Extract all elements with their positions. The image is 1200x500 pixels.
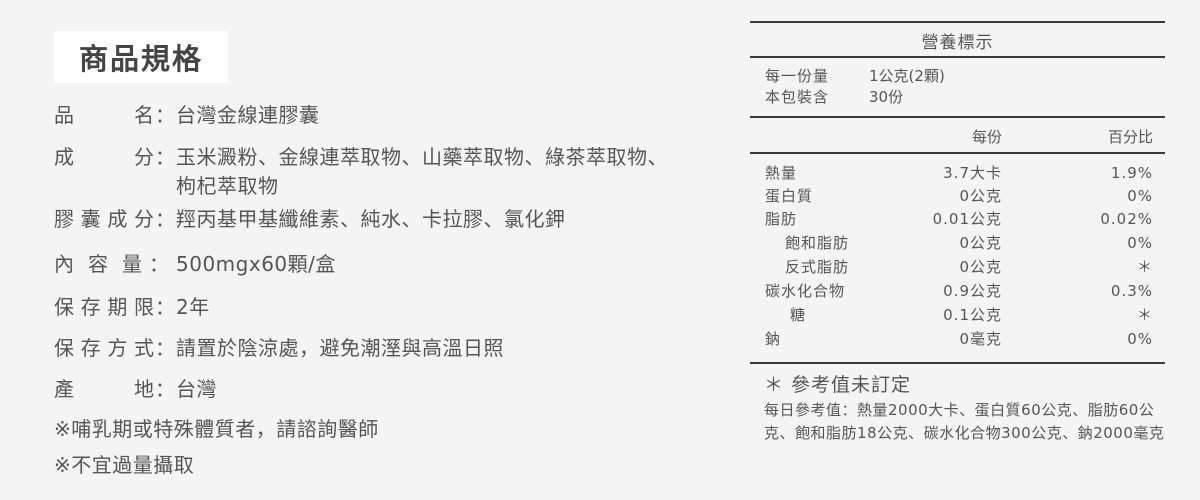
nutrient-row-sodium: 鈉 0毫克 0% [765,330,1153,348]
spec-value: 台灣 [176,377,217,401]
spec-row-name: 品 名 ： 台灣金線連膠囊 [54,101,696,130]
nutrient-row-trans-fat: 反式脂肪 0公克 ＊ [785,258,1153,276]
spec-label: 保 存 期 限 [54,295,154,319]
divider [750,21,1165,23]
spec-row-origin: 產 地 ： 台灣 [54,375,696,404]
spec-note-dosage: ※不宜過量攝取 [54,453,195,477]
spec-value: 台灣金線連膠囊 [176,103,320,127]
spec-value: 羥丙基甲基纖維素、純水、卡拉膠、氯化鉀 [176,207,566,231]
spec-label: 成 分 [54,145,154,169]
header-per-serving: 每份 [971,128,1002,146]
spec-label: 內 容 量 [54,252,142,276]
spec-value: 2年 [176,295,210,319]
spec-title: 商品規格 [54,31,228,83]
reference-not-set-note: ＊ 參考值未訂定 [764,374,912,396]
spec-label: 保 存 方 式 [54,336,154,360]
nutrition-title: 營養標示 [921,33,994,53]
divider [750,362,1165,364]
spec-row-shelf-life: 保 存 期 限 ： 2年 [54,293,696,322]
servings-per-package-row: 本包裝含 30份 [765,88,904,106]
nutrition-header-row: 每份 百分比 [750,126,1165,146]
nutrient-row-energy: 熱量 3.7大卡 1.9% [765,164,1153,182]
nutrient-row-fat: 脂肪 0.01公克 0.02% [765,210,1153,228]
spec-note-consult: ※哺乳期或特殊體質者，請諮詢醫師 [54,417,379,441]
divider [750,56,1165,58]
spec-label: 品 名 [54,103,154,127]
divider [750,152,1165,154]
header-percent: 百分比 [1107,128,1153,146]
nutrient-row-protein: 蛋白質 0公克 0% [765,187,1153,205]
daily-reference-values: 每日參考值：熱量2000大卡、蛋白質60公克、脂肪60公克、飽和脂肪18公克、碳… [764,401,1165,442]
divider [750,116,1165,118]
spec-value: 玉米澱粉、金線連萃取物、山藥萃取物、綠茶萃取物、枸杞萃取物 [176,145,668,198]
serving-size-row: 每一份量 1公克(2顆) [765,67,945,85]
spec-label: 產 地 [54,377,154,401]
spec-row-capsule: 膠 囊 成 分 ： 羥丙基甲基纖維素、純水、卡拉膠、氯化鉀 [54,205,696,234]
spec-value: 500mgx60顆/盒 [176,252,336,276]
nutrient-row-sugar: 糖 0.1公克 ＊ [790,306,1153,324]
spec-row-storage: 保 存 方 式 ： 請置於陰涼處，避免潮溼與高溫日照 [54,334,696,363]
spec-value: 請置於陰涼處，避免潮溼與高溫日照 [176,336,504,360]
spec-row-content: 內 容 量 ： 500mgx60顆/盒 [54,250,696,279]
spec-row-ingredients: 成 分 ： 玉米澱粉、金線連萃取物、山藥萃取物、綠茶萃取物、枸杞萃取物 [54,143,684,201]
nutrient-row-saturated-fat: 飽和脂肪 0公克 0% [785,234,1153,252]
nutrient-row-carbohydrate: 碳水化合物 0.9公克 0.3% [765,282,1153,300]
spec-label: 膠 囊 成 分 [54,207,154,231]
